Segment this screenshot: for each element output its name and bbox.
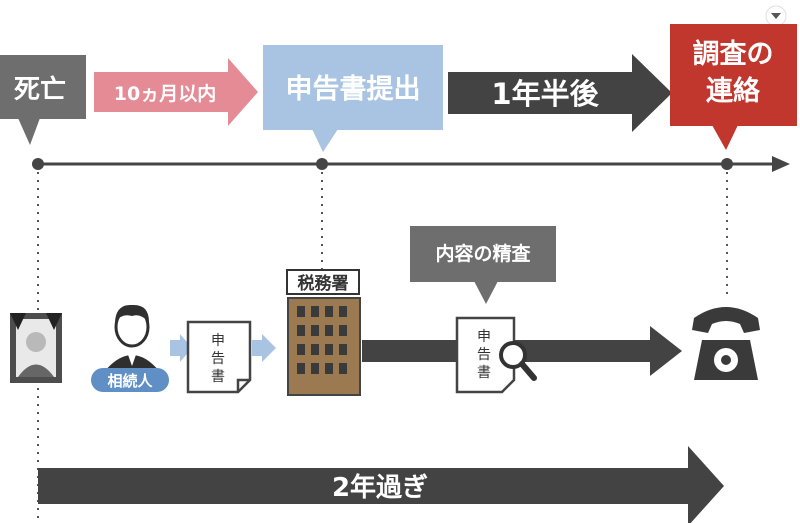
death-callout: 死亡 (0, 55, 86, 145)
chevron-down-icon (771, 13, 781, 19)
heir-person-icon (104, 304, 160, 372)
heir-badge: 相続人 (91, 368, 169, 392)
document-char: 告 (211, 351, 225, 367)
one-half-year-label: 1年半後 (491, 77, 599, 111)
document-char: 書 (211, 369, 225, 385)
tax-office-sign: 税務署 (286, 269, 360, 295)
telephone-icon (692, 307, 760, 380)
filing-label: 申告書提出 (286, 74, 421, 105)
timeline-point-filing (316, 158, 328, 170)
document-char: 申 (211, 333, 225, 349)
document-char: 告 (477, 347, 491, 363)
tax-office-label: 税務署 (298, 273, 349, 294)
collapse-toggle-button[interactable] (765, 5, 787, 27)
document-char: 書 (477, 365, 491, 381)
two-years-passed-label: 2年過ぎ (332, 472, 428, 503)
document-to-office-arrow (252, 334, 276, 362)
one-half-year-arrow: 1年半後 (448, 54, 672, 132)
two-years-passed-arrow: 2年過ぎ (38, 446, 724, 523)
document-char: 申 (477, 329, 491, 345)
dotted-guides (37, 172, 728, 523)
investigation-label-line2: 連絡 (706, 75, 761, 107)
timeline-axis (32, 156, 790, 172)
within-10-months-arrow: 10ヵ月以内 (94, 58, 258, 126)
magnifier-icon (499, 341, 537, 381)
tax-office-building-icon (287, 297, 361, 396)
tax-return-document-icon: 申 告 書 (186, 320, 252, 394)
heir-label: 相続人 (107, 372, 153, 390)
timeline-point-death (32, 158, 44, 170)
timeline-point-investigation (721, 158, 733, 170)
investigation-callout: 調査の 連絡 (670, 24, 797, 150)
within-10-months-label: 10ヵ月以内 (114, 82, 216, 105)
review-callout: 内容の精査 (410, 226, 556, 304)
investigation-label-line1: 調査の (693, 38, 774, 70)
review-label: 内容の精査 (435, 242, 531, 265)
filing-callout: 申告書提出 (263, 45, 443, 152)
deceased-portrait-icon (10, 313, 62, 383)
heir-to-document-arrow (170, 334, 192, 362)
reviewed-document-icon: 申 告 書 (455, 316, 516, 394)
death-label: 死亡 (14, 74, 66, 105)
